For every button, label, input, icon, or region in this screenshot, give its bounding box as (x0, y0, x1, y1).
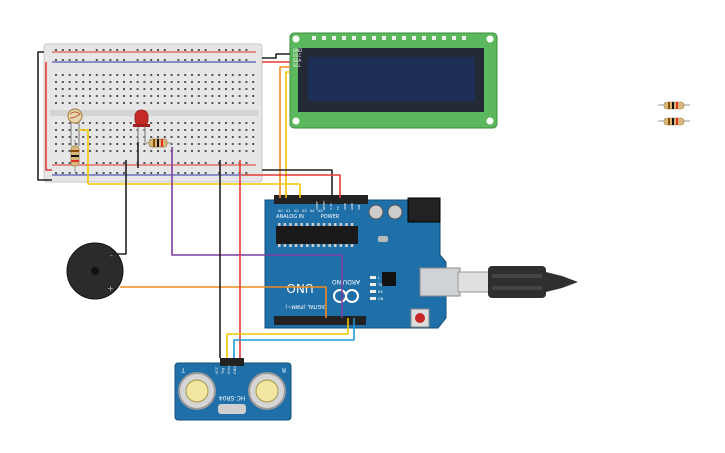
arduino-uno[interactable]: ARDUINO UNO DIGITAL (PWM~) POWER ANALOG … (264, 195, 461, 329)
power-pin-label: GND (343, 202, 347, 210)
analog-label: ANALOG IN (276, 214, 304, 220)
sensor-r-label: R (282, 366, 286, 373)
board-led-label: ON (378, 297, 384, 301)
wire-sensor-trig (226, 318, 349, 358)
resistor-led[interactable] (144, 138, 172, 148)
wire-lcd-sda (279, 66, 290, 198)
wire-lcd-scl (285, 71, 290, 198)
board-leds: L TX RX ON (370, 276, 384, 301)
arduino-model-label: UNO (286, 281, 313, 295)
sensor-pin-label: Echo (227, 366, 231, 375)
lcd-screen (308, 57, 475, 101)
arduino-logo (333, 289, 359, 303)
wire-5v-arduino (242, 174, 341, 198)
microcontroller-chip (276, 226, 358, 244)
wire-gnd-arduino (262, 169, 333, 198)
wire-lcd-vcc-red (45, 62, 52, 171)
power-pin-label: 3.3V (329, 202, 333, 210)
breadboard[interactable] (43, 43, 263, 183)
resistor-photoresistor[interactable] (70, 140, 80, 172)
lcd-pin-label: GND (293, 48, 302, 53)
wires (37, 51, 355, 358)
loose-resistor-2[interactable] (658, 117, 690, 126)
led[interactable] (133, 109, 150, 142)
lcd-pin-label: VCC (293, 53, 302, 58)
sensor-t-label: T (181, 366, 186, 373)
loose-resistor-1[interactable] (658, 101, 690, 110)
power-pin-label: RESET (322, 200, 326, 210)
digital-pins-label: DIGITAL (PWM~) (285, 303, 327, 309)
reset-button[interactable] (410, 308, 430, 328)
sensor-pin-label: GND (233, 366, 237, 374)
wire-sensor-echo (233, 318, 355, 358)
power-pin-label: IOREF (315, 201, 319, 210)
wire-ldr-a0 (79, 129, 301, 198)
analog-pin-label: A1 (286, 209, 291, 213)
lcd-header-pins (312, 36, 466, 40)
lcd-pin-label: SDA (293, 58, 302, 63)
power-pin-label: GND (350, 202, 354, 210)
power-label: POWER (321, 214, 340, 220)
analog-pin-label: A4 (310, 209, 315, 213)
sensor-pin-label: Trig (221, 368, 225, 375)
arduino-brand-label: ARDUINO (332, 278, 361, 285)
analog-pin-label: A2 (294, 209, 299, 213)
wire-lcd-vcc (262, 53, 290, 59)
power-pin-label: VIN (357, 205, 361, 210)
wire-lcd-gnd (37, 51, 52, 181)
analog-pin-label: A0 (278, 209, 283, 213)
breadboard-holes (55, 49, 255, 174)
sensor-model-label: HC-SR04 (219, 394, 246, 401)
board-led-label: L (378, 276, 380, 280)
power-pin-label: 5V (336, 205, 340, 210)
wire-buzzer-gnd (112, 160, 127, 255)
usb-port (419, 267, 461, 297)
analog-pin-label: A5 (318, 209, 323, 213)
sensor-pin-label: VCC (215, 366, 219, 374)
wire-buzzer-signal (120, 286, 327, 318)
wire-led-signal (171, 147, 343, 318)
analog-pin-label: A3 (302, 209, 307, 213)
power-jack (407, 197, 441, 223)
buzzer-minus-label: - (110, 251, 113, 260)
board-led-label: RX (378, 290, 383, 294)
board-led-label: TX (377, 283, 383, 287)
photoresistor[interactable] (67, 108, 83, 146)
lcd-pin-label: SCL (293, 63, 301, 68)
buzzer-plus-label: + (107, 284, 114, 293)
piezo-buzzer[interactable]: - + (66, 242, 124, 300)
usb-cable (457, 266, 578, 298)
